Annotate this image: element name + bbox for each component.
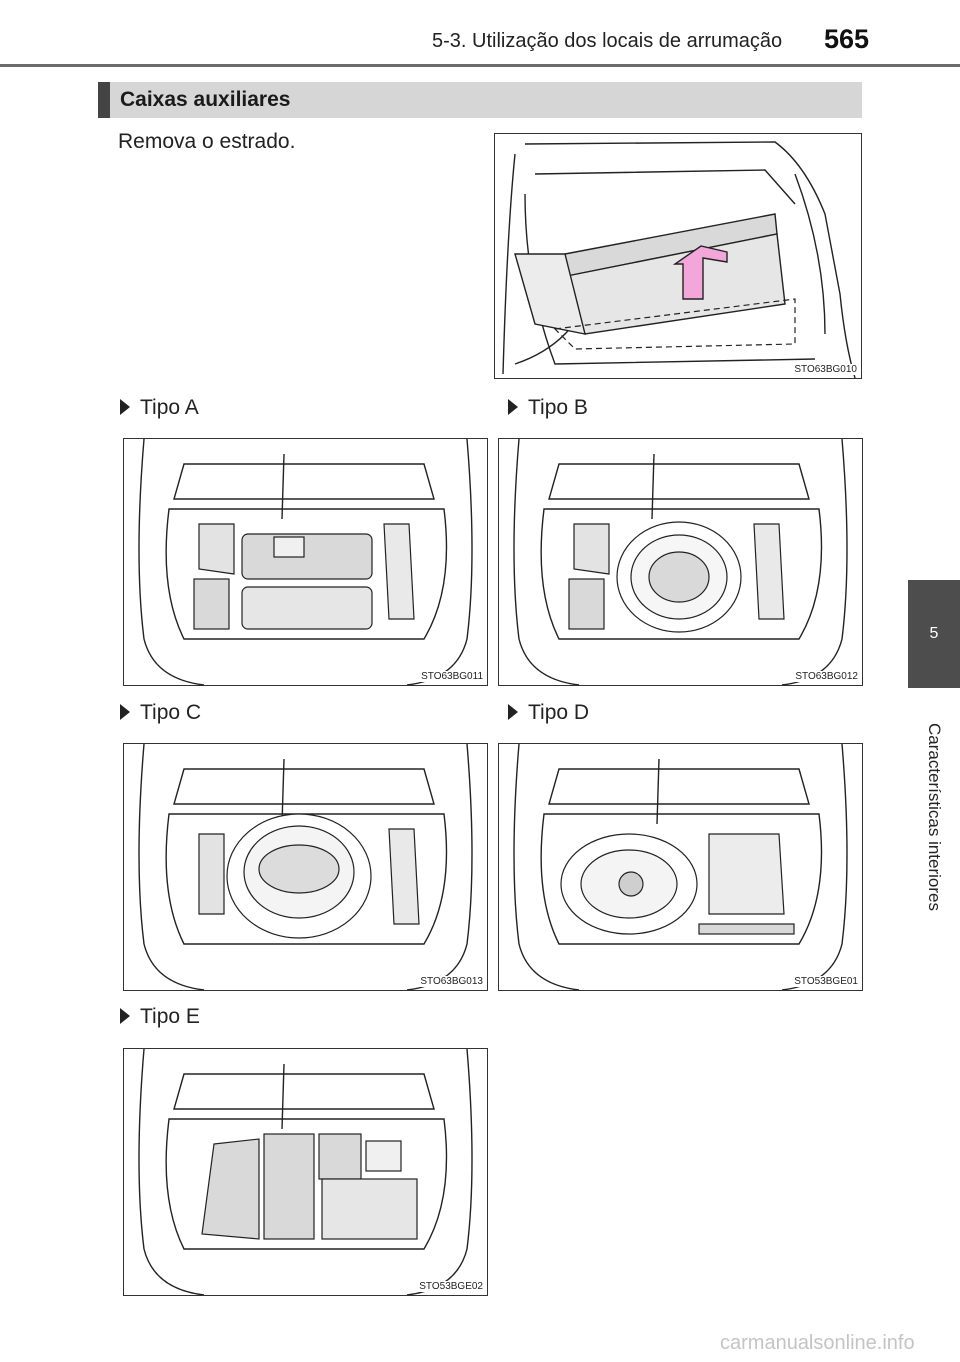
figure-type-a: STO63BG011	[123, 438, 488, 686]
bullet-triangle-icon	[508, 704, 518, 720]
type-a-label: Tipo A	[120, 396, 199, 420]
chapter-label: Características interiores	[925, 722, 944, 912]
chapter-tab: 5	[908, 580, 960, 688]
bullet-triangle-icon	[120, 704, 130, 720]
bullet-triangle-icon	[120, 399, 130, 415]
bullet-triangle-icon	[508, 399, 518, 415]
section-title: Caixas auxiliares	[120, 88, 291, 111]
type-e-label: Tipo E	[120, 1005, 200, 1029]
type-b-label: Tipo B	[508, 396, 588, 420]
figure-remove-deck-board: STO63BG010	[494, 133, 862, 379]
illustration-type-e	[138, 1049, 473, 1295]
figure-code: STO53BGE02	[418, 1281, 484, 1292]
chapter-label-container: Características interiores	[908, 692, 960, 942]
page-number: 565	[824, 24, 870, 54]
illustration-remove-deck-board	[502, 141, 856, 378]
figure-code: STO53BGE01	[793, 976, 859, 987]
section-header: Caixas auxiliares	[98, 82, 862, 118]
chapter-number: 5	[929, 625, 939, 642]
instruction-text: Remova o estrado.	[118, 130, 296, 153]
header-rule	[0, 64, 960, 67]
figure-code: STO63BG013	[419, 976, 484, 987]
bullet-triangle-icon	[120, 1008, 130, 1024]
illustration-type-b	[513, 439, 848, 685]
illustration-type-c	[138, 744, 473, 990]
watermark: carmanualsonline.info	[720, 1332, 915, 1354]
figure-type-b: STO63BG012	[498, 438, 863, 686]
figure-code: STO63BG010	[793, 364, 858, 375]
figure-type-c: STO63BG013	[123, 743, 488, 991]
lift-arrow-icon	[672, 245, 728, 300]
figure-code: STO63BG012	[794, 671, 859, 682]
figure-code: STO63BG011	[420, 671, 484, 682]
figure-type-d: STO53BGE01	[498, 743, 863, 991]
illustration-type-d	[513, 744, 848, 990]
type-d-label: Tipo D	[508, 701, 589, 725]
figure-type-e: STO53BGE02	[123, 1048, 488, 1296]
illustration-type-a	[138, 439, 473, 685]
type-c-label: Tipo C	[120, 701, 201, 725]
header-section-title: 5-3. Utilização dos locais de arrumação	[432, 30, 783, 52]
